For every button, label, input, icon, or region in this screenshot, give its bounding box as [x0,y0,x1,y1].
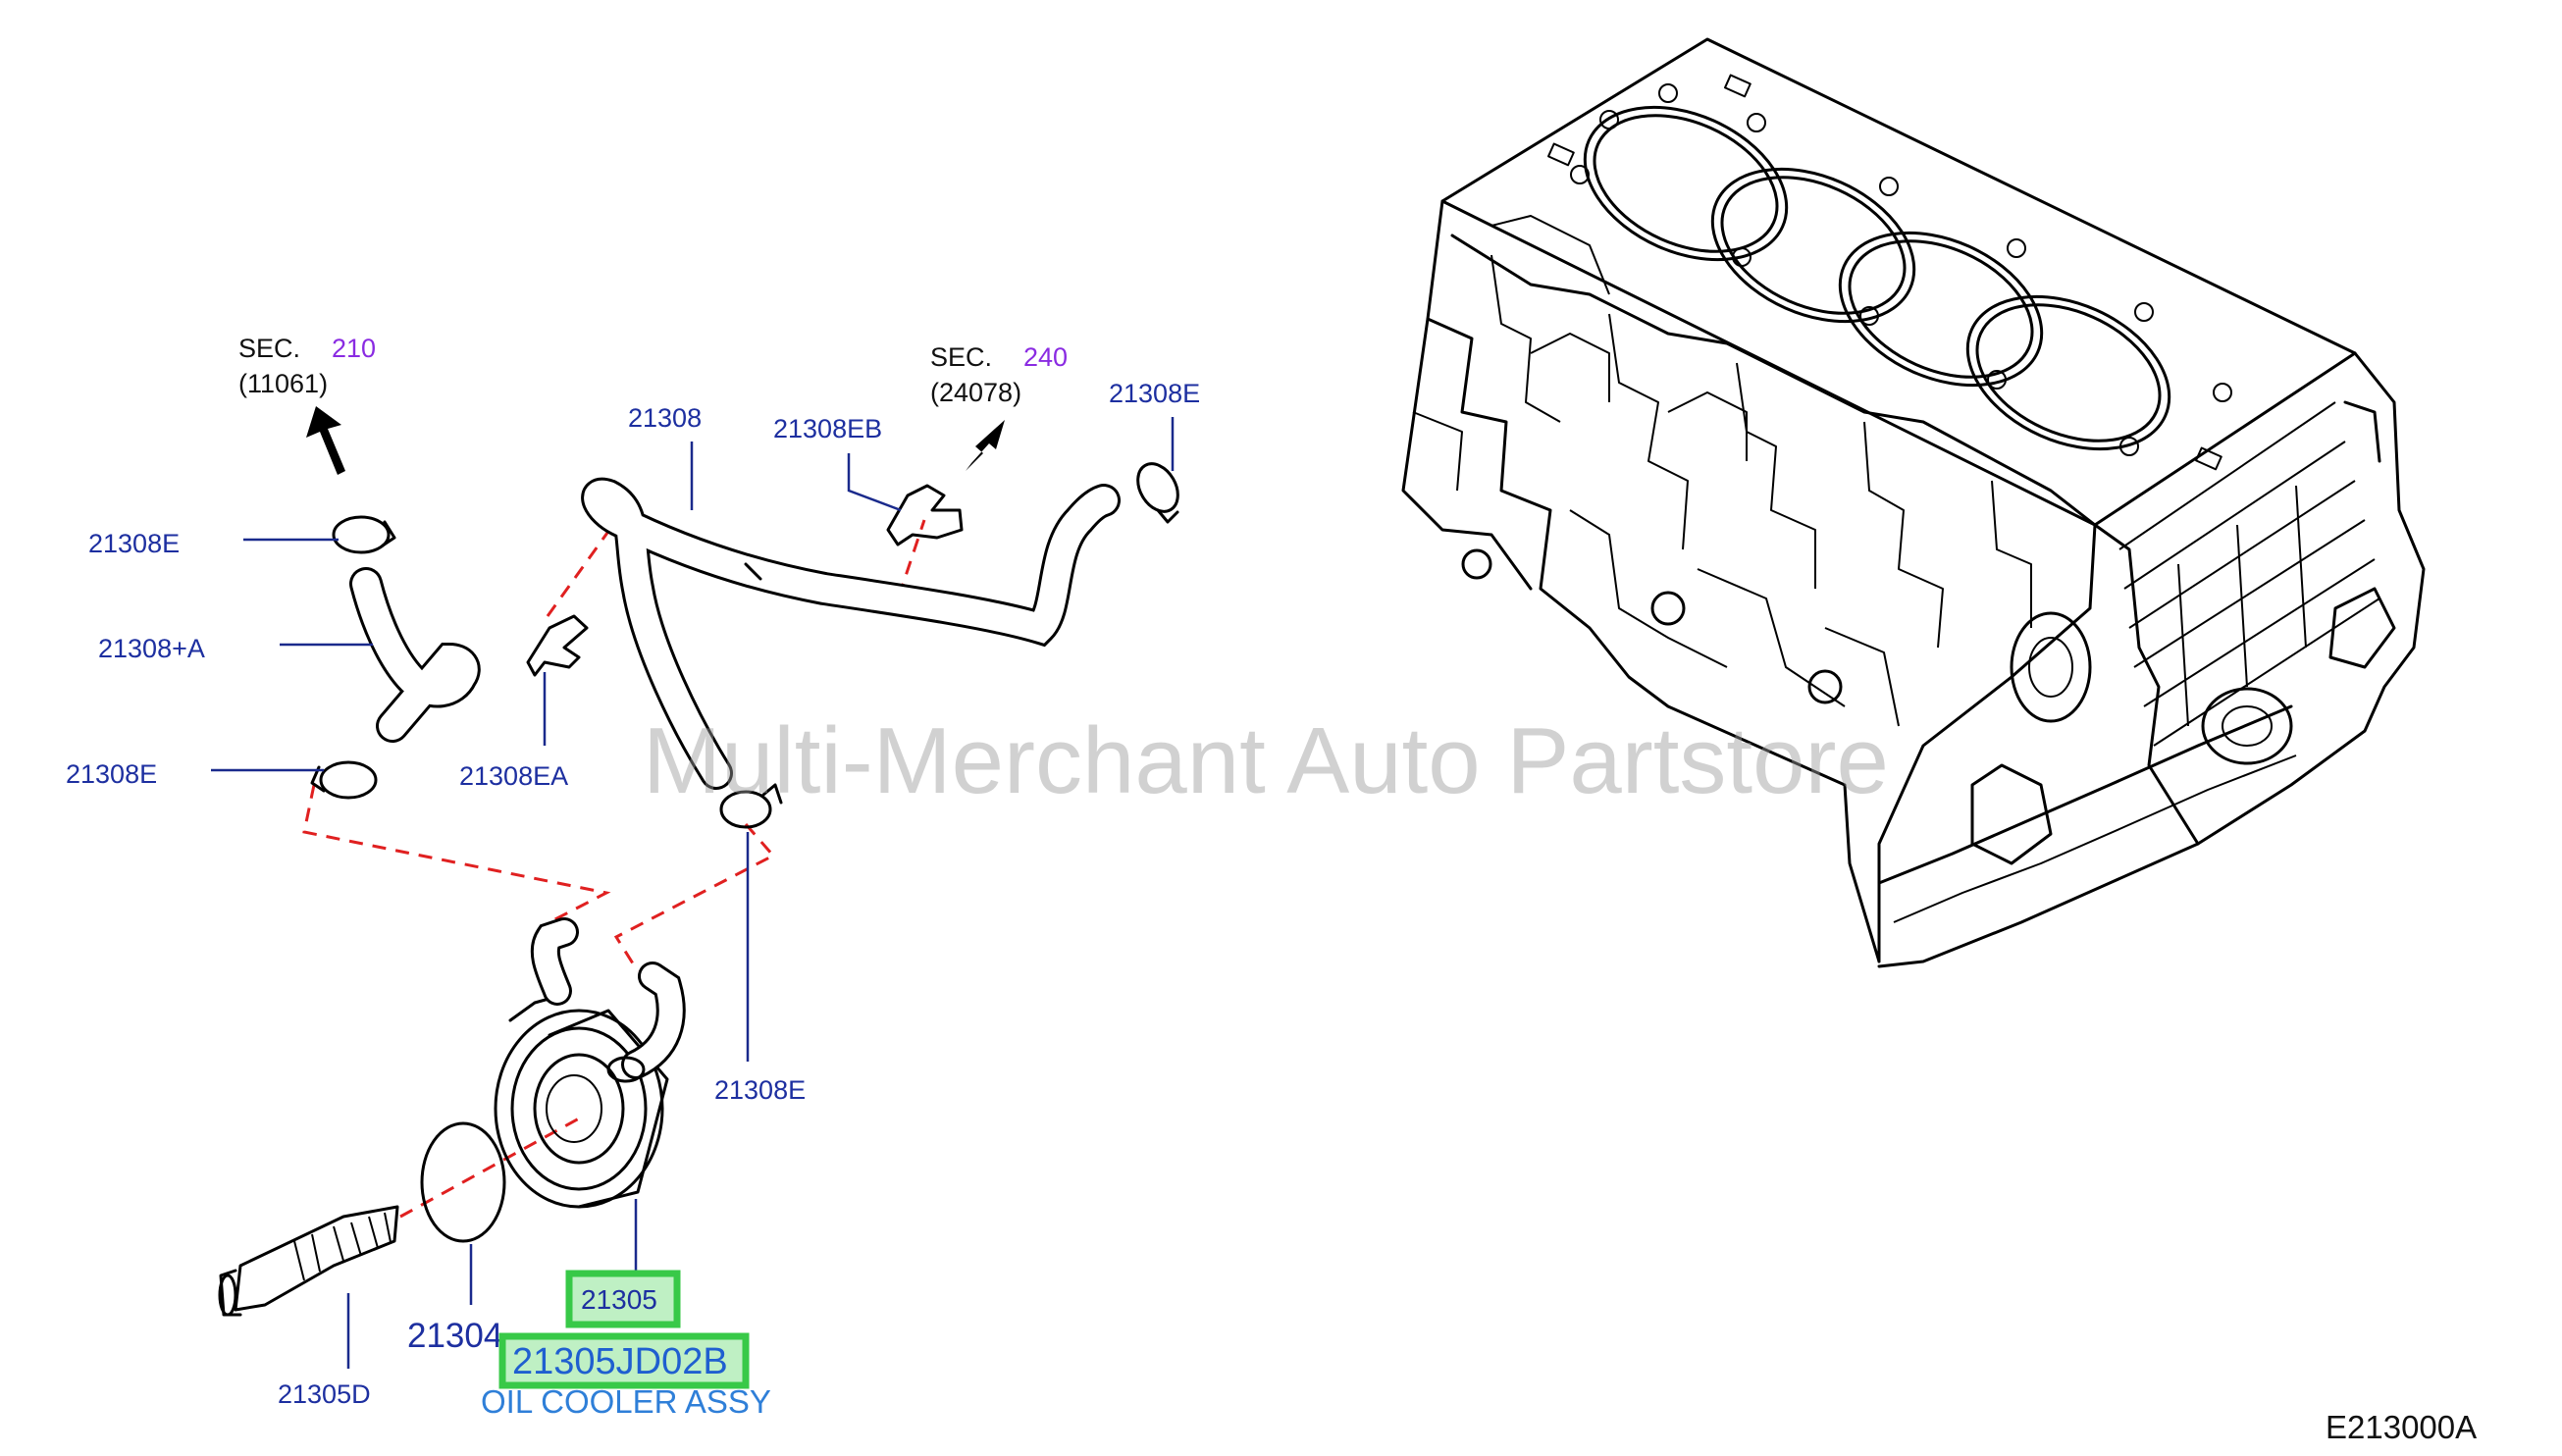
engine-block-illustration [1401,37,2426,968]
hose-21308a[interactable] [349,567,481,743]
section-label: SEC. [238,334,300,363]
hose-clamp-mid-left[interactable] [310,760,378,800]
section-ref-240[interactable]: SEC. 240 (24078) [930,342,1068,471]
hose-clamp-top-left[interactable] [332,515,396,554]
callout-21308[interactable]: 21308 [628,403,702,433]
section-label: SEC. [930,342,992,372]
section-number: 210 [332,334,376,363]
section-ref-code: (11061) [238,369,328,398]
callout-21308e-top-left[interactable]: 21308E [88,529,180,558]
up-arrow-icon [306,406,345,475]
highlighted-part-21305[interactable]: 21305 21305JD02B OIL COOLER ASSY [481,1270,771,1420]
callout-21304[interactable]: 21304 [407,1317,502,1355]
callout-21308eb[interactable]: 21308EB [773,414,882,443]
hose-clamp-lower[interactable] [719,783,783,829]
hose-clamp-top-right[interactable] [1129,456,1185,524]
diagram-code: E213000A [2326,1409,2477,1445]
section-number: 240 [1023,342,1068,372]
callout-21308e-top-right[interactable]: 21308E [1109,379,1200,408]
part-number-highlight-box [565,1270,681,1328]
callout-21308e-lower[interactable]: 21308E [714,1075,806,1105]
watermark: Multi-Merchant Auto Partstore [643,708,1889,813]
callout-21305d[interactable]: 21305D [278,1379,371,1409]
o-ring-21304[interactable] [420,1121,506,1243]
connector-bolt-21305d[interactable] [218,1205,399,1317]
section-ref-code: (24078) [930,378,1021,407]
callout-21308ea[interactable]: 21308EA [459,761,568,791]
hose-bracket-21308eb[interactable] [886,484,964,546]
callout-21308e-mid-left[interactable]: 21308E [66,759,157,789]
up-right-arrow-icon [966,420,1005,471]
hose-21308[interactable] [581,477,1121,790]
part-number: 21305 [581,1284,657,1315]
hose-bracket-21308ea[interactable] [526,614,589,677]
assembly-guide-lines [302,519,926,1219]
section-ref-210[interactable]: SEC. 210 (11061) [238,334,376,475]
part-description: OIL COOLER ASSY [481,1383,771,1420]
catalog-number-highlight-box [498,1332,750,1389]
callout-21308a[interactable]: 21308+A [98,634,205,663]
catalog-number: 21305JD02B [512,1341,728,1382]
leader-lines [211,417,1175,1369]
oil-cooler-assembly[interactable] [494,917,686,1209]
